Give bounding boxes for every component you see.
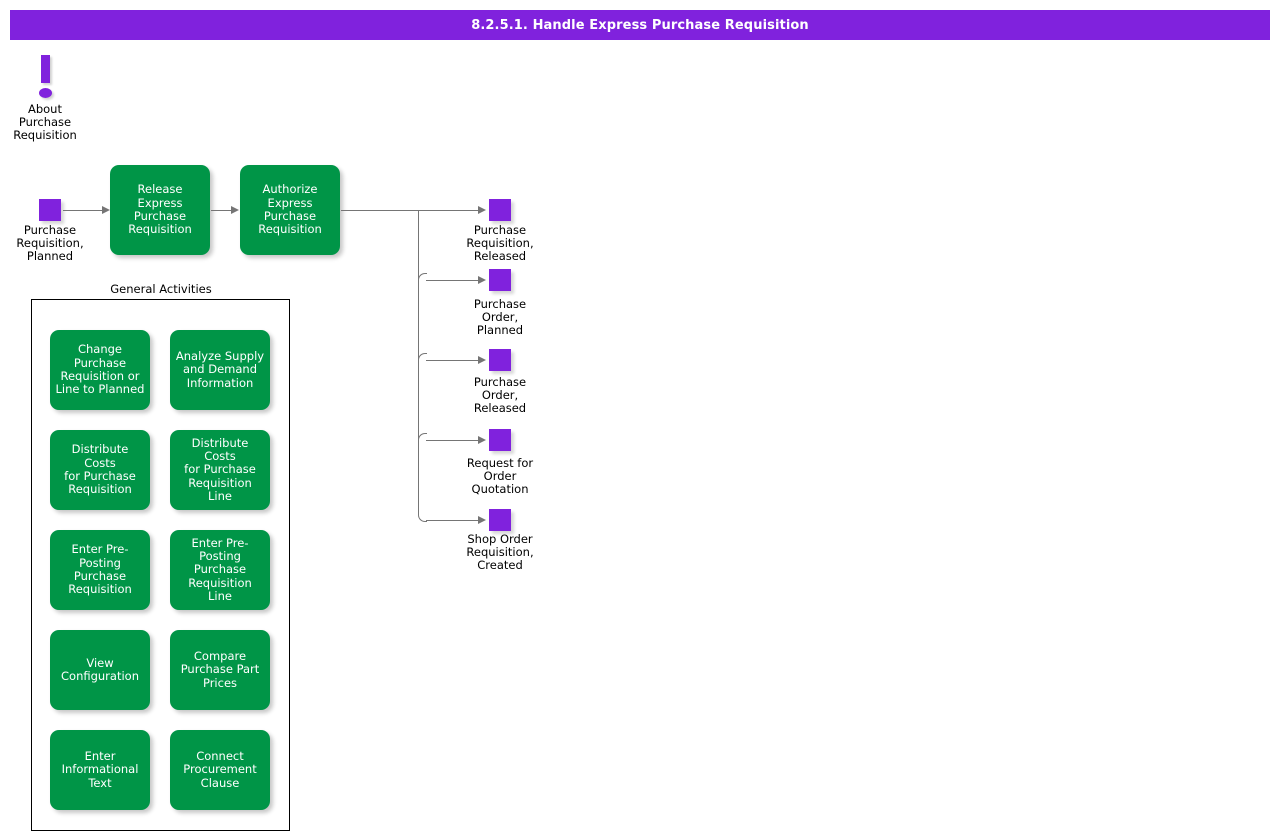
activity-release-express-purchase-requisition[interactable]: Release Express Purchase Requisition — [110, 165, 210, 255]
label-purchase-order-released: Purchase Order, Released — [473, 375, 527, 415]
label-request-for-order-quotation: Request for Order Quotation — [466, 456, 534, 496]
state-square-icon-purchase-requisition-planned[interactable] — [39, 199, 61, 221]
state-square-icon-shop-order-requisition-created[interactable] — [489, 509, 511, 531]
activity-connect-procurement-clause[interactable]: Connect Procurement Clause — [170, 730, 270, 810]
label-shop-order-requisition-created: Shop Order Requisition, Created — [466, 532, 534, 572]
arrowhead-release-to-authorize — [231, 205, 239, 214]
exclamation-mark-icon — [0, 55, 90, 103]
about-purchase-requisition-node[interactable]: About Purchase Requisition — [0, 55, 90, 142]
elbow-branch-4 — [418, 433, 427, 442]
arrowhead-branch-4 — [478, 435, 486, 444]
general-activities-panel — [31, 299, 290, 831]
state-square-icon-purchase-order-planned[interactable] — [489, 269, 511, 291]
connector-input-to-release — [63, 210, 105, 211]
connector-authorize-to-branch — [341, 210, 481, 211]
page-title: 8.2.5.1. Handle Express Purchase Requisi… — [471, 17, 809, 33]
label-purchase-requisition-planned: Purchase Requisition, Planned — [16, 223, 84, 263]
arrowhead-branch-2 — [478, 275, 486, 284]
activity-distribute-costs-for-purchase-requisition-line[interactable]: Distribute Costs for Purchase Requisitio… — [170, 430, 270, 510]
state-square-icon-purchase-requisition-released[interactable] — [489, 199, 511, 221]
about-node-label: About Purchase Requisition — [13, 102, 77, 142]
connector-branch-2 — [426, 280, 481, 281]
activity-distribute-costs-for-purchase-requisition[interactable]: Distribute Costs for Purchase Requisitio… — [50, 430, 150, 510]
connector-branch-5 — [426, 520, 481, 521]
activity-change-purchase-requisition-or-line-to-planned[interactable]: Change Purchase Requisition or Line to P… — [50, 330, 150, 410]
connector-branch-4 — [426, 440, 481, 441]
elbow-branch-3 — [418, 353, 427, 362]
exclamation-bar — [41, 55, 50, 83]
general-activities-title: General Activities — [110, 282, 212, 296]
activity-view-configuration[interactable]: View Configuration — [50, 630, 150, 710]
arrowhead-input-to-release — [102, 205, 110, 214]
activity-enter-pre-posting-purchase-requisition-line[interactable]: Enter Pre- Posting Purchase Requisition … — [170, 530, 270, 610]
state-square-icon-request-for-order-quotation[interactable] — [489, 429, 511, 451]
state-square-icon-purchase-order-released[interactable] — [489, 349, 511, 371]
activity-compare-purchase-part-prices[interactable]: Compare Purchase Part Prices — [170, 630, 270, 710]
connector-release-to-authorize — [211, 210, 233, 211]
arrowhead-branch-1 — [478, 205, 486, 214]
connector-branch-3 — [426, 360, 481, 361]
activity-authorize-express-purchase-requisition[interactable]: Authorize Express Purchase Requisition — [240, 165, 340, 255]
label-purchase-order-planned: Purchase Order, Planned — [473, 297, 527, 337]
elbow-branch-5 — [418, 513, 427, 522]
activity-analyze-supply-and-demand-information[interactable]: Analyze Supply and Demand Information — [170, 330, 270, 410]
label-purchase-requisition-released: Purchase Requisition, Released — [466, 223, 534, 263]
elbow-branch-2 — [418, 273, 427, 282]
arrowhead-branch-3 — [478, 355, 486, 364]
activity-enter-informational-text[interactable]: Enter Informational Text — [50, 730, 150, 810]
page-title-bar: 8.2.5.1. Handle Express Purchase Requisi… — [10, 10, 1270, 40]
arrowhead-branch-5 — [478, 515, 486, 524]
activity-enter-pre-posting-purchase-requisition[interactable]: Enter Pre- Posting Purchase Requisition — [50, 530, 150, 610]
exclamation-dot — [39, 88, 52, 98]
